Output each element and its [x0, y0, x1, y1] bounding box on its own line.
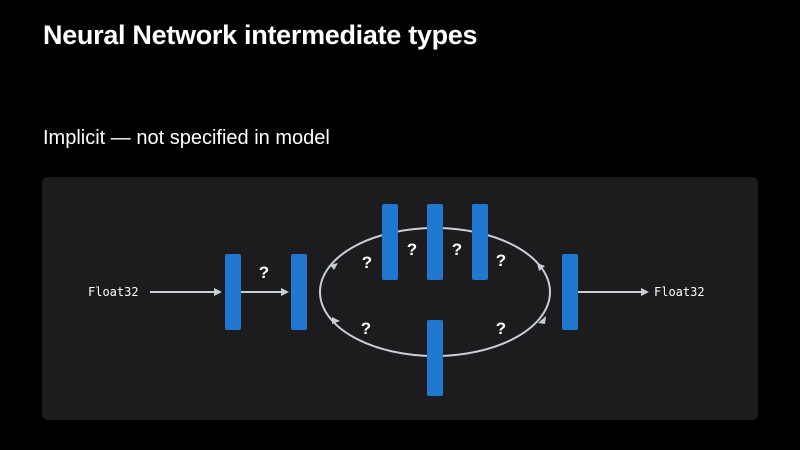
- unknown-type-marker: ?: [259, 263, 269, 282]
- unknown-type-marker: ?: [452, 240, 462, 259]
- loop-arrow-upper-right: [537, 263, 545, 271]
- layer-bottom: [427, 320, 443, 396]
- unknown-type-marker: ?: [407, 240, 417, 259]
- slide-title: Neural Network intermediate types: [43, 20, 478, 50]
- layer-top-b: [427, 204, 443, 280]
- diagram-panel: Float32 Float32 ? ? ? ? ? ? ?: [42, 177, 758, 420]
- loop-arrow-upper-left: [330, 263, 338, 270]
- input-type-label: Float32: [88, 285, 139, 299]
- layer-2: [291, 254, 307, 330]
- output-type-label: Float32: [654, 285, 705, 299]
- unknown-type-marker: ?: [362, 253, 372, 272]
- loop-arrow-lower-right: [538, 316, 546, 324]
- slide-subtitle: Implicit — not specified in model: [43, 127, 330, 149]
- loop-arrow-lower-left: [332, 317, 340, 324]
- layer-merge: [562, 254, 578, 330]
- unknown-type-marker: ?: [496, 251, 506, 270]
- unknown-type-marker: ?: [496, 319, 506, 338]
- unknown-type-marker: ?: [361, 319, 371, 338]
- layer-top-a: [382, 204, 398, 280]
- network-diagram: Float32 Float32 ? ? ? ? ? ? ?: [88, 204, 705, 396]
- layer-top-c: [472, 204, 488, 280]
- layer-1: [225, 254, 241, 330]
